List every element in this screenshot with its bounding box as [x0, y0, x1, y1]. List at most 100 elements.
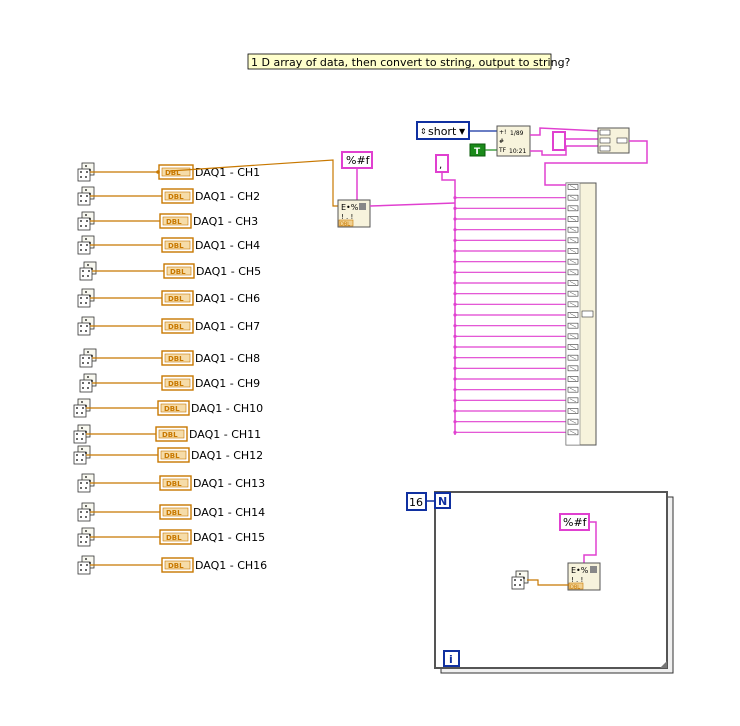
dbl-indicator[interactable]: DBL [159, 504, 192, 520]
svg-text:TF: TF [498, 147, 507, 154]
dbl-indicator[interactable]: DBL [158, 164, 194, 180]
loop-format-string-constant[interactable]: %#f [559, 513, 590, 531]
channel-row: DBL DAQ1 - CH10 [73, 398, 263, 418]
loop-count-terminal[interactable]: N [434, 492, 451, 509]
channel-label: DAQ1 - CH3 [193, 215, 258, 228]
svg-text:+!: +! [499, 129, 506, 136]
channel-label: DAQ1 - CH4 [195, 239, 260, 252]
random-number-icon[interactable] [77, 316, 95, 336]
dbl-indicator[interactable]: DBL [163, 263, 195, 279]
format-date-time-node[interactable]: +! # TF 1/89 10:21 [496, 125, 531, 157]
numeric-wire-bus [169, 159, 338, 207]
dbl-type-label: DBL [162, 431, 178, 439]
dbl-indicator[interactable]: DBL [161, 237, 194, 253]
channel-label: DAQ1 - CH6 [195, 292, 260, 305]
enum-arrow-icon: ⇕ [420, 127, 427, 136]
dbl-indicator[interactable]: DBL [161, 318, 194, 334]
separator-string-constant[interactable]: , [435, 154, 449, 173]
dbl-indicator[interactable]: DBL [161, 375, 194, 391]
string-output-icon [359, 203, 366, 210]
comment-label: 1 D array of data, then convert to strin… [247, 53, 571, 70]
loop-format-into-string-node[interactable]: E•% ! . ! DBL [567, 562, 601, 591]
dbl-indicator[interactable]: DBL [155, 426, 188, 442]
dbl-type-label: DBL [166, 534, 182, 542]
string-output-wire [369, 202, 456, 207]
time-icon: 10:21 [509, 148, 526, 155]
svg-text:! . !: ! . ! [571, 576, 583, 584]
dbl-indicator[interactable]: DBL [161, 290, 194, 306]
timestamp-concatenate-node[interactable] [597, 127, 630, 154]
for-loop[interactable]: 16 N i %#f E•% ! . ! DBL [406, 491, 674, 674]
dbl-type-label: DBL [168, 562, 184, 570]
dbl-type-label: DBL [168, 355, 184, 363]
chevron-down-icon: ▼ [459, 127, 466, 136]
channel-label: DAQ1 - CH2 [195, 190, 260, 203]
dbl-type-label: DBL [168, 323, 184, 331]
random-number-icon[interactable] [73, 445, 91, 465]
channel-row: DBL DAQ1 - CH6 [77, 288, 260, 308]
dbl-indicator[interactable]: DBL [159, 475, 192, 491]
selector-value: short [428, 125, 457, 138]
loop-count-terminal-label: N [438, 495, 447, 508]
separator-text: , [439, 160, 442, 171]
dbl-indicator[interactable]: DBL [159, 529, 192, 545]
channel-row: DBL DAQ1 - CH15 [77, 527, 265, 547]
dbl-indicator[interactable]: DBL [159, 213, 192, 229]
channel-row: DBL DAQ1 - CH12 [73, 445, 263, 465]
concatenate-strings-node[interactable] [565, 182, 597, 446]
dbl-indicator[interactable]: DBL [161, 557, 194, 573]
loop-count-constant[interactable]: 16 [406, 492, 427, 511]
channel-label: DAQ1 - CH5 [196, 265, 261, 278]
loop-dice-icon[interactable] [511, 570, 529, 590]
format-node-type-label: DBL [340, 222, 350, 228]
time-format-selector[interactable]: ⇕ short ▼ [416, 121, 470, 140]
dbl-indicator[interactable]: DBL [161, 350, 194, 366]
loop-random-number-function[interactable] [511, 570, 529, 590]
channel-row: DBL DAQ1 - CH5 [79, 261, 261, 281]
dbl-type-label: DBL [170, 268, 186, 276]
loop-iteration-terminal[interactable]: i [443, 650, 460, 667]
channel-label: DAQ1 - CH13 [193, 477, 265, 490]
format-into-string-node[interactable]: E•% ! . ! DBL [337, 199, 371, 228]
svg-text:E•%: E•% [571, 566, 589, 575]
dbl-indicator[interactable]: DBL [157, 447, 190, 463]
boolean-value: T [474, 147, 481, 157]
channel-row: DBL DAQ1 - CH9 [79, 373, 260, 393]
dbl-type-label: DBL [164, 405, 180, 413]
dbl-indicator[interactable]: DBL [161, 188, 194, 204]
random-number-icon[interactable] [73, 424, 91, 444]
channel-label: DAQ1 - CH8 [195, 352, 260, 365]
loop-format-string-text: %#f [563, 516, 588, 529]
format-string-constant[interactable]: %#f [341, 151, 373, 169]
channel-label: DAQ1 - CH12 [191, 449, 263, 462]
random-number-icon[interactable] [77, 186, 95, 206]
random-number-icon[interactable] [77, 211, 95, 231]
time-separator-constant[interactable] [552, 131, 566, 151]
dbl-type-label: DBL [165, 169, 181, 177]
dbl-type-label: DBL [168, 380, 184, 388]
dbl-indicator[interactable]: DBL [157, 400, 190, 416]
concat-output-icon [581, 310, 594, 318]
dbl-type-label: DBL [166, 480, 182, 488]
date-icon: 1/89 [510, 130, 524, 137]
channel-row: DBL DAQ1 - CH13 [77, 473, 265, 493]
loop-format-node-type-label: DBL [570, 585, 580, 591]
comment-text: 1 D array of data, then convert to strin… [251, 56, 571, 69]
loop-count-value: 16 [409, 496, 423, 509]
dbl-type-label: DBL [164, 452, 180, 460]
channel-label: DAQ1 - CH9 [195, 377, 260, 390]
dbl-type-label: DBL [168, 295, 184, 303]
channel-row: DBL DAQ1 - CH2 [77, 186, 260, 206]
channel-label: DAQ1 - CH15 [193, 531, 265, 544]
boolean-constant[interactable]: T [469, 143, 486, 157]
channel-label: DAQ1 - CH10 [191, 402, 263, 415]
dbl-type-label: DBL [168, 193, 184, 201]
